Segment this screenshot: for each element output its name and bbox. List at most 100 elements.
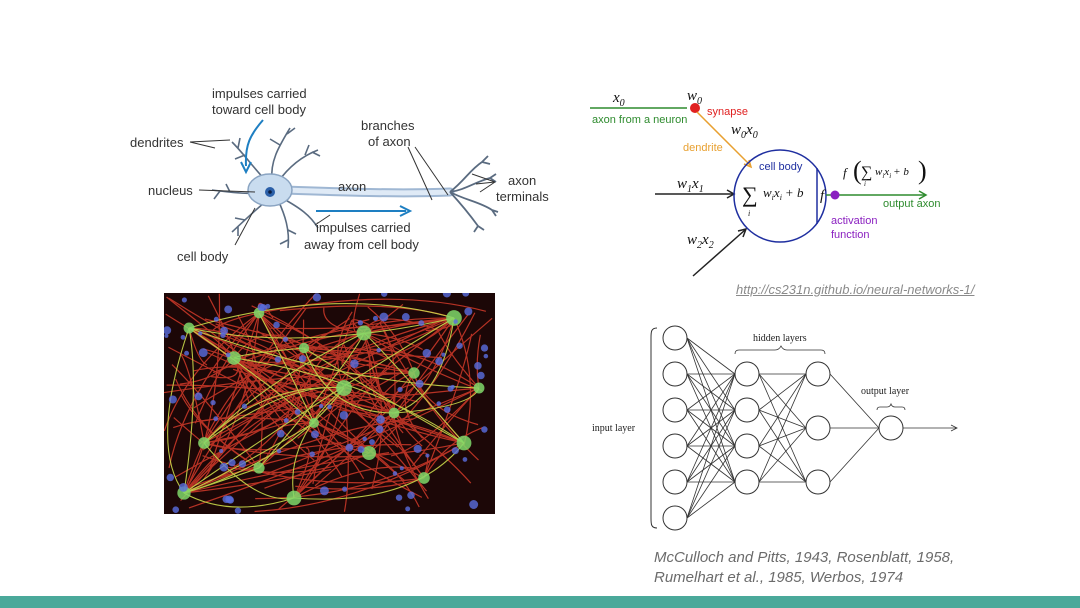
nucleus-blue (178, 482, 188, 492)
nucleus-blue (241, 403, 248, 409)
nucleus-blue (483, 353, 489, 359)
nucleus-blue (441, 352, 446, 357)
nucleus-blue (376, 415, 385, 424)
neurite-yellow (258, 312, 315, 424)
hidden-node (734, 469, 760, 495)
cell-body-circle (733, 149, 827, 243)
neurite-yellow (183, 492, 295, 508)
nucleus-blue (357, 446, 365, 453)
nucleus-blue (456, 342, 463, 349)
nucleus-blue (312, 293, 322, 302)
network-edge (758, 427, 807, 447)
neurite-red (168, 312, 260, 469)
neurite-yellow (203, 332, 365, 444)
nucleus-blue (213, 316, 219, 322)
network-edge (829, 427, 880, 483)
nucleus-blue (220, 326, 229, 335)
svg-text:(: ( (853, 156, 862, 185)
nucleus-blue (462, 457, 468, 462)
network-edge (758, 427, 807, 483)
nucleus-blue (415, 379, 424, 388)
input-node (662, 469, 688, 495)
soma-green (456, 435, 472, 451)
label-x0: x0 (612, 90, 625, 109)
neurite-red (183, 443, 412, 494)
neurite-red (204, 318, 415, 374)
nucleus-blue (380, 293, 388, 297)
nucleus-blue (462, 293, 470, 297)
nucleus-blue (309, 451, 315, 457)
output-arrow (903, 424, 958, 432)
nucleus-blue (345, 443, 354, 452)
synapse-dot (690, 103, 700, 113)
nucleus-blue (319, 486, 329, 496)
nucleus-blue (376, 347, 382, 353)
label-dendrites: dendrites (130, 135, 184, 150)
neurite-yellow (233, 357, 465, 444)
nucleus-blue (442, 293, 451, 298)
axon-terminals-shape (449, 155, 499, 233)
neurite-red (254, 442, 465, 513)
neurite-red (233, 334, 299, 359)
sum-expression: wixi+ b (763, 185, 804, 202)
neurite-red (201, 387, 480, 422)
nucleus-blue (443, 406, 451, 413)
hidden-node (805, 415, 831, 441)
label-impulses-away-1: impulses carried (316, 220, 411, 235)
soma-green (227, 351, 241, 365)
soma-green (198, 437, 210, 449)
neurite-red (270, 317, 455, 330)
neurite-red (295, 477, 425, 490)
neurite-red (453, 317, 472, 446)
nucleus-blue (164, 326, 172, 335)
neurite-red (212, 312, 260, 331)
nucleus-blue (164, 333, 169, 338)
neurite-yellow (183, 327, 194, 494)
neurite-red (293, 466, 417, 499)
source-link[interactable]: http://cs231n.github.io/neural-networks-… (736, 282, 975, 297)
neurite-yellow (303, 347, 395, 414)
nucleus-blue (422, 348, 432, 358)
neurite-red (188, 327, 329, 392)
network-edge (758, 373, 807, 429)
network-edge (686, 445, 736, 519)
neurite-red (293, 358, 351, 499)
nucleus-blue (453, 319, 458, 324)
sum-symbol: ∑ (742, 182, 758, 207)
nucleus-blue (238, 460, 247, 468)
neurite-red (168, 297, 395, 414)
nucleus-blue (234, 507, 242, 514)
dendrite-line (696, 111, 751, 166)
neurite-red (237, 315, 263, 469)
label-activation-1: activation (831, 215, 877, 227)
input-node (662, 505, 688, 531)
nucleus-blue (362, 436, 367, 442)
nucleus-blue (282, 336, 289, 342)
label-impulses-toward-1: impulses carried (212, 86, 307, 101)
soma-green (408, 367, 420, 379)
neurite-red (228, 317, 455, 367)
neurite-yellow (183, 422, 315, 494)
nucleus-blue (401, 313, 410, 321)
soma-green (308, 417, 320, 429)
label-axon-terminals-1: axon (508, 173, 536, 188)
network-edge (686, 373, 736, 483)
label-w1x1: w1x1 (677, 176, 704, 195)
citation-line-1: McCulloch and Pitts, 1943, Rosenblatt, 1… (654, 549, 955, 566)
neurite-red (183, 347, 279, 494)
nucleus-blue (276, 429, 285, 438)
nucleus-blue (222, 495, 230, 504)
neurite-red (293, 353, 399, 499)
label-f-output-inner: wixi+ b (875, 166, 909, 180)
nucleus-blue (180, 334, 186, 340)
neurite-red (215, 323, 415, 374)
network-edge (758, 373, 807, 447)
network-edge (686, 481, 736, 519)
label-branches-2: of axon (368, 134, 411, 149)
nucleus-blue (447, 385, 454, 392)
input-node (662, 433, 688, 459)
neurite-red (183, 293, 221, 494)
nucleus-blue (210, 399, 216, 406)
citation: McCulloch and Pitts, 1943, Rosenblatt, 1… (654, 548, 954, 588)
neuron-model-svg: x0 w0 synapse axon from a neuron w0x0 de… (590, 88, 941, 277)
